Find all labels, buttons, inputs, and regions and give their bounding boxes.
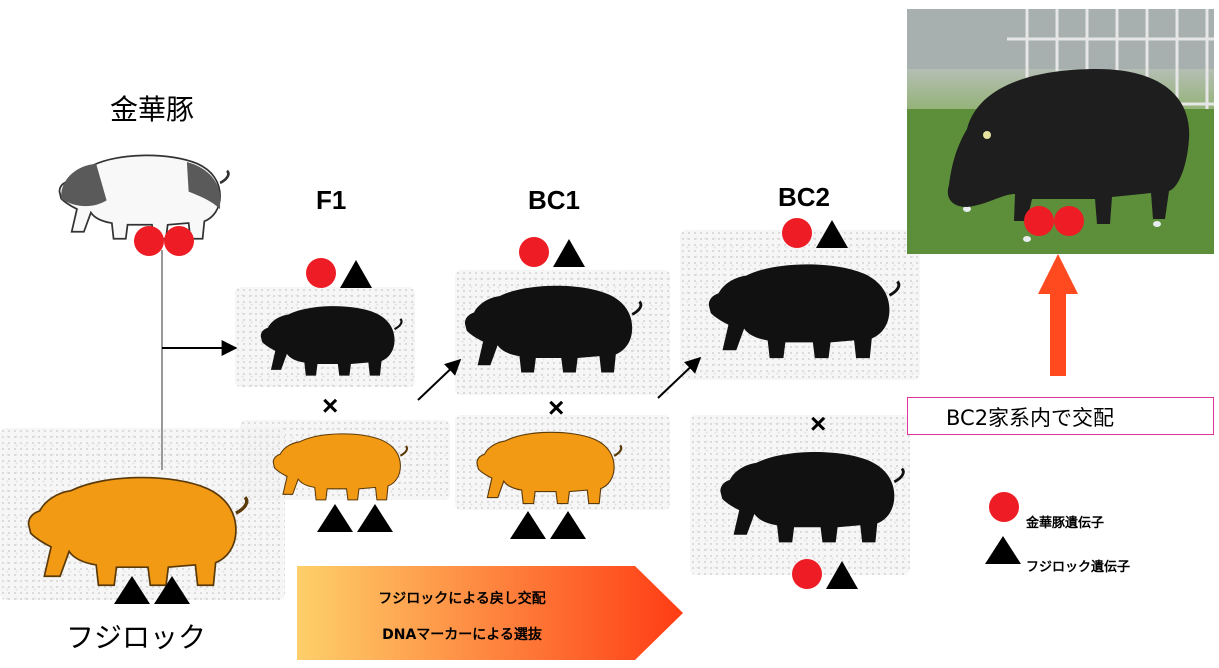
generation-bc1-label: BC1 (528, 185, 581, 215)
generation-bc2-label: BC2 (778, 182, 831, 212)
legend-circle-label: 金華豚遺伝子 (1026, 516, 1105, 531)
fujirock-label: フジロック (66, 621, 207, 654)
legend-triangle-label: フジロック遺伝子 (1026, 560, 1131, 575)
f1-gene-markers (306, 258, 372, 288)
kinkaton-pig (52, 148, 238, 244)
cross-symbol-bc2: × (810, 408, 827, 439)
banner-line2: DNAマーカーによる選抜 (382, 627, 542, 643)
bc1-black-pig (460, 278, 648, 378)
big-up-arrow (1038, 254, 1078, 376)
backcross-banner: フジロックによる戻し交配 DNAマーカーによる選抜 (297, 566, 684, 660)
cross-symbol-bc1: × (548, 392, 565, 423)
bc2-gene-markers (782, 218, 848, 248)
kinkaton-gene-circles (134, 226, 194, 256)
banner-line1: フジロックによる戻し交配 (378, 591, 546, 607)
generation-f1-label: F1 (316, 185, 347, 215)
bc2-mating-box: BC2家系内で交配 (907, 397, 1214, 435)
bc2-cross-black-pig (718, 444, 908, 548)
cross-symbol-f1: × (322, 390, 339, 421)
kinkaton-label: 金華豚 (110, 93, 195, 126)
f1-cross-fujirock-pig (266, 428, 416, 504)
bc2-mating-label: BC2家系内で交配 (946, 406, 1115, 430)
bc1-cross-gene-triangles (510, 511, 586, 539)
bc1-gene-markers (519, 237, 585, 267)
bc1-cross-fujirock-pig (470, 426, 630, 508)
legend-triangle-icon (985, 536, 1021, 564)
bc2-black-pig (705, 256, 905, 364)
f1-cross-gene-triangles (317, 504, 393, 532)
bc2-cross-gene-markers (792, 559, 858, 589)
f1-black-pig (257, 300, 407, 380)
legend-circle-icon (989, 492, 1019, 522)
fujirock-gene-triangles (114, 576, 190, 604)
result-gene-circles (1024, 206, 1084, 236)
